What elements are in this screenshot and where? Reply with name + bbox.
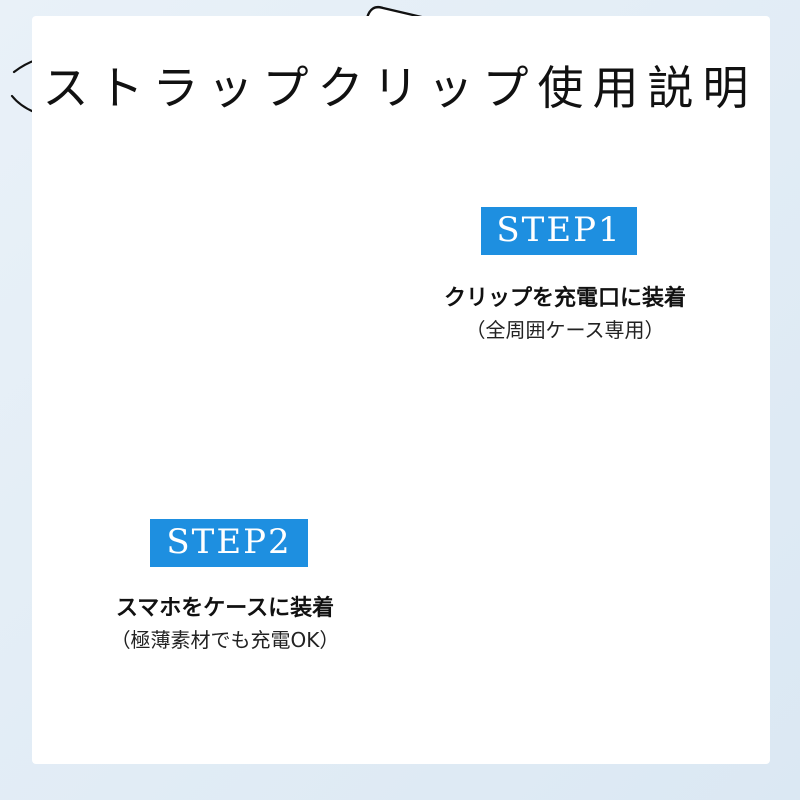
step1-heading: クリップを充電口に装着	[443, 286, 686, 311]
step2-subtext: （極薄素材でも充電OK）	[110, 628, 340, 652]
step2-badge: STEP2	[150, 519, 308, 567]
step2-heading: スマホをケースに装着	[115, 596, 335, 621]
instruction-card	[32, 16, 770, 764]
step1-badge: STEP1	[481, 207, 637, 255]
page-title: ストラップクリップ使用説明	[42, 61, 758, 115]
step1-subtext: （全周囲ケース専用）	[465, 318, 665, 342]
